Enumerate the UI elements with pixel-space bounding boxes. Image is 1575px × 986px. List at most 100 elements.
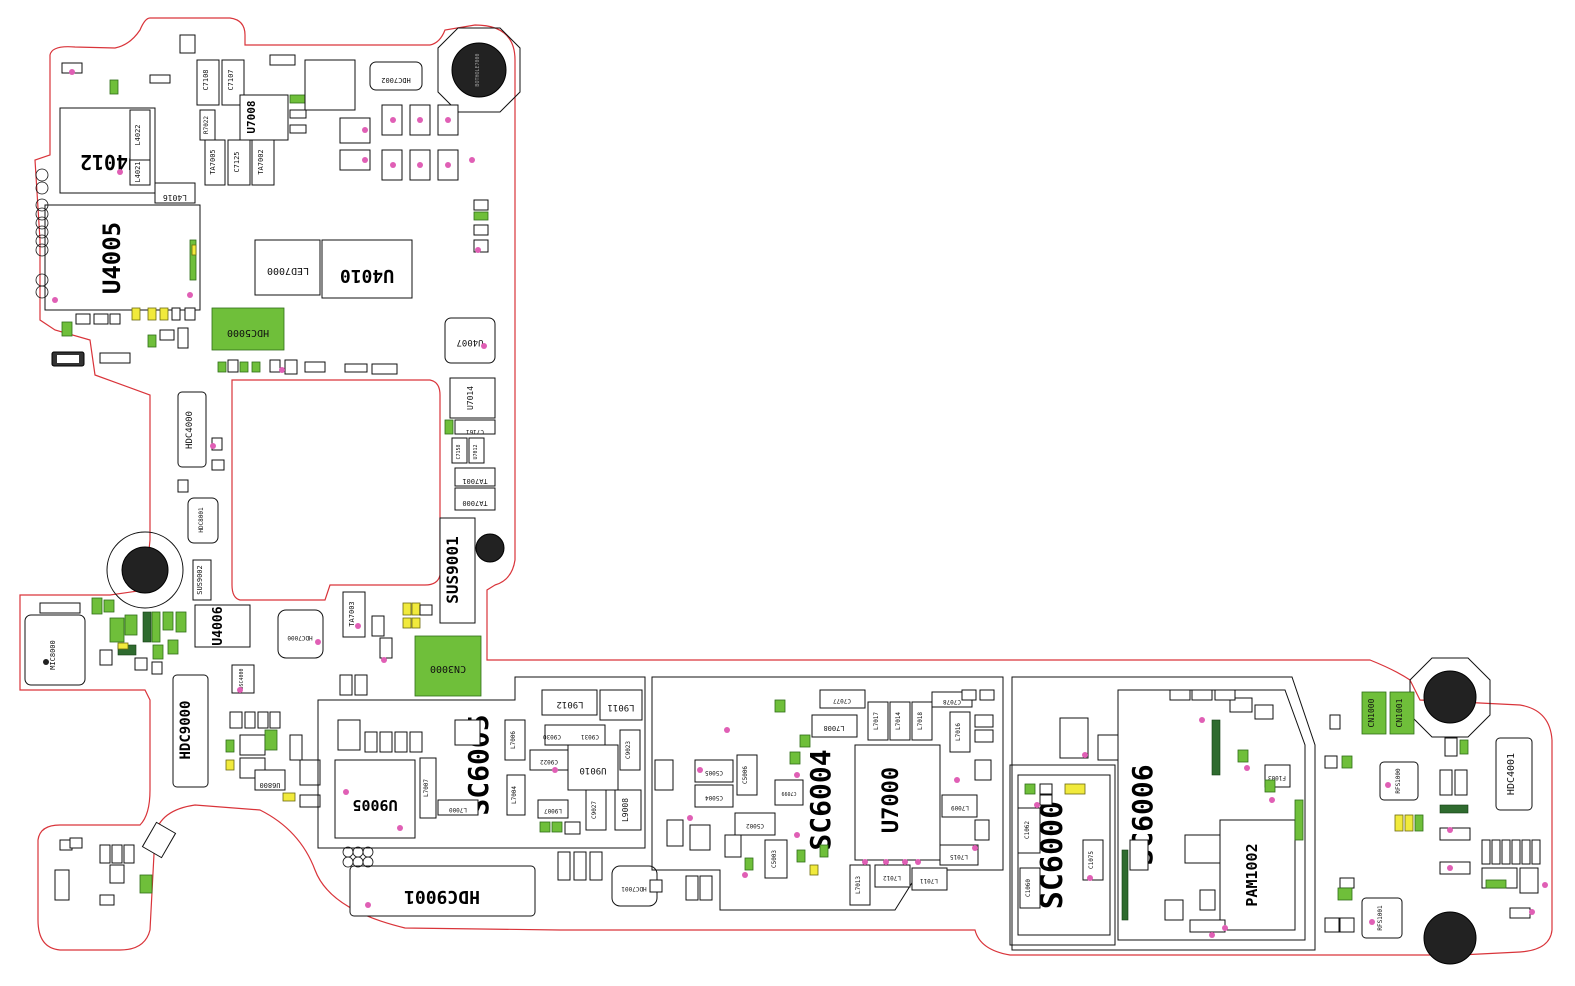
screw-hole-right-top [1409, 657, 1491, 738]
hdc7000-label: HDC7000 [287, 634, 313, 641]
board-cutout [231, 379, 441, 601]
u6800-area-parts [225, 711, 321, 808]
u7008-label: U7008 [245, 100, 258, 133]
u9010-label: U9010 [579, 765, 606, 775]
ta7003-label: TA7003 [348, 601, 356, 626]
c1075-label: C1075 [1088, 851, 1095, 869]
hdc8001-label: HDC8001 [198, 507, 205, 533]
rfs1000-label: RFS1000 [1395, 768, 1402, 794]
u4007-chip [444, 317, 496, 364]
l7011-label: L7011 [920, 877, 938, 884]
cn3000-label: CN3000 [430, 663, 466, 674]
sc6004-shield [651, 676, 1004, 911]
c7107-label: C7107 [227, 69, 235, 90]
sc6006-shield-inner [1117, 689, 1306, 941]
c1060-label: C1060 [1025, 879, 1032, 897]
u4006-chip [194, 604, 251, 648]
cn1001-label: CN1001 [1395, 698, 1404, 727]
f1003-label: F1003 [1268, 774, 1286, 781]
u4006-label: U4006 [211, 606, 226, 645]
c7161-label: C7161 [466, 428, 484, 435]
rfs1001-part [1361, 897, 1403, 939]
sus9002-part [192, 559, 212, 601]
c7078-label: C7078 [943, 698, 961, 705]
ta7001-part [454, 467, 496, 487]
c5002-label: C5002 [746, 822, 764, 829]
u4012-passives: L4022 L4021 L4016 C7108 C7107 U7008 R702… [129, 59, 289, 204]
l7000-label: L7000 [449, 806, 467, 813]
l9012-label: L9012 [556, 699, 583, 709]
led7000-label: LED7000 [267, 265, 309, 276]
c5003-label: C5003 [771, 850, 778, 868]
c7125-label: C7125 [233, 151, 241, 172]
cn3000-connector [414, 635, 482, 697]
hdc5000-part [211, 307, 285, 351]
c5005-label: C5005 [705, 769, 723, 776]
l7006-label: L7006 [510, 731, 517, 749]
l7008-label: L7008 [823, 724, 844, 732]
screw-hole-mid [475, 533, 505, 563]
cn1000-connector [1361, 691, 1387, 735]
board-outline [19, 17, 1553, 956]
pam1002-label: PAM1002 [1243, 843, 1261, 906]
l7017-label: L7017 [873, 712, 880, 730]
sus9001-part [439, 517, 476, 624]
coil-row [35, 168, 49, 299]
sc6000-shield-outer [1009, 764, 1116, 946]
cn1001-connector [1389, 691, 1415, 735]
c5006-label: C5006 [742, 766, 749, 784]
l9007-label: L9007 [544, 807, 562, 814]
ta7000-label: TA7000 [462, 499, 487, 507]
screw-hole-left [106, 531, 184, 609]
c7158-label: C7158 [456, 444, 462, 459]
c7108-label: C7108 [202, 69, 210, 90]
antenna-pads [339, 104, 475, 181]
black-connector-inner [57, 355, 79, 363]
bottom-left-parts [54, 821, 177, 906]
right-region-parts [1324, 714, 1548, 933]
l7009-label: L7009 [951, 804, 969, 811]
hdc9000-label: HDC9000 [178, 700, 194, 759]
ta7005-label: TA7005 [209, 149, 217, 174]
hdc7002-label: HDC7002 [381, 76, 411, 84]
u7014-chip [449, 377, 496, 419]
l7015-label: L7015 [950, 853, 968, 860]
u4010-chip [321, 239, 413, 299]
ta7000-part [454, 487, 496, 511]
pam1002-chip [1219, 819, 1296, 931]
hdc7002-connector [369, 61, 423, 91]
u4005-label: U4005 [98, 222, 126, 294]
l4022-label: L4022 [134, 124, 142, 145]
rfs1001-label: RFS1001 [1377, 905, 1384, 931]
u7012-label: U7012 [473, 444, 479, 459]
l9011-label: L9011 [607, 702, 634, 712]
sc6000-shield-inner [1017, 774, 1111, 936]
sc6005-shield [317, 676, 646, 849]
rfs1000-part [1379, 761, 1419, 801]
l7012-label: L7012 [883, 874, 901, 881]
u9005-chip [334, 759, 416, 839]
sc6000-parts: C1062 C1060 C1075 [1017, 783, 1104, 909]
hdc7000-connector [277, 609, 324, 659]
u6800-label: U6800 [259, 781, 280, 789]
l7004-label: L7004 [511, 786, 518, 804]
sc6006-parts: F1003 [1059, 689, 1304, 938]
passive-row-top [52, 292, 398, 375]
l7007-label: L7007 [423, 779, 430, 797]
hdc9001-coils [342, 846, 374, 868]
ta7002-label: TA7002 [257, 149, 265, 174]
cn3000-area-parts [371, 602, 433, 659]
l7013-label: L7013 [855, 876, 862, 894]
ta7001-label: TA7001 [462, 477, 487, 485]
l4016-label: L4016 [163, 193, 187, 202]
hdc4001-label: HDC4001 [1506, 753, 1517, 795]
c1062-label: C1062 [1024, 821, 1031, 839]
screw-hole-right-bottom [1423, 911, 1477, 965]
misc-small-parts [61, 34, 713, 908]
c7099-label: C7099 [781, 790, 796, 796]
sc6004-parts: C5005 C5004 C5006 C5002 C5003 C7099 C707… [654, 689, 995, 906]
c7077-label: C7077 [833, 697, 851, 704]
sc6000-label: SC6000 [1035, 801, 1070, 909]
screw-hole-top: BOTHOLE7000 [437, 27, 521, 113]
